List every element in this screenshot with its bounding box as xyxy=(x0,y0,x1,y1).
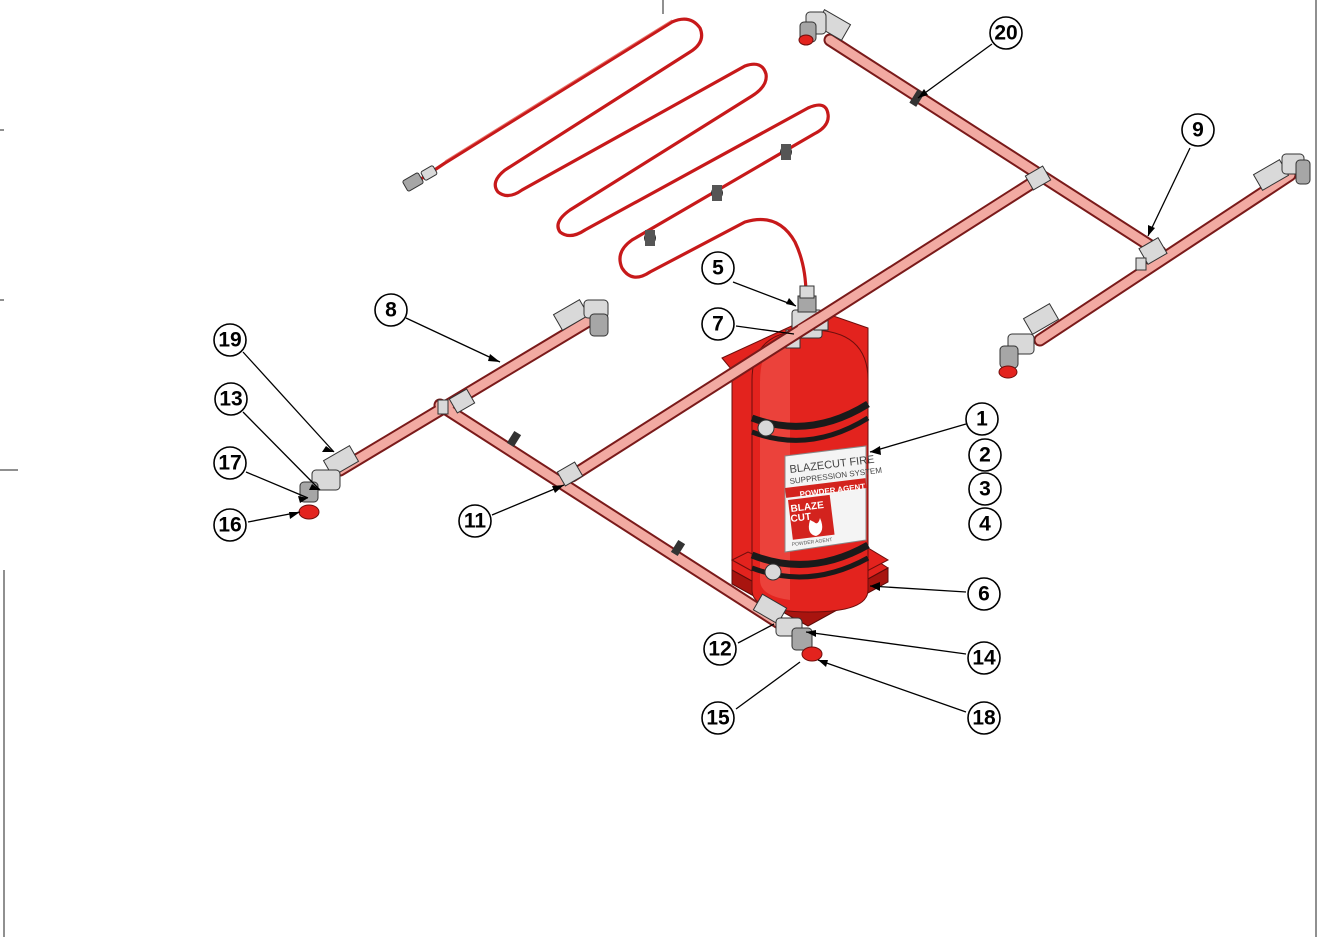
balloon-1: 1 xyxy=(965,402,999,436)
svg-text:8: 8 xyxy=(385,299,397,322)
svg-text:14: 14 xyxy=(972,647,996,670)
svg-text:15: 15 xyxy=(706,707,730,730)
balloon-12: 12 xyxy=(703,632,737,666)
svg-text:17: 17 xyxy=(218,452,241,475)
balloon-14: 14 xyxy=(967,641,1001,675)
balloon-7: 7 xyxy=(701,307,735,341)
hose-clip xyxy=(780,144,792,160)
balloon-4: 4 xyxy=(968,507,1002,541)
leader-arrows xyxy=(289,89,1155,667)
hose-clip xyxy=(644,230,656,246)
extinguisher-cylinder: BLAZECUT FIRE SUPPRESSION SYSTEM POWDER … xyxy=(750,329,883,613)
tee-fittings xyxy=(437,165,1168,487)
balloon-11: 11 xyxy=(458,504,492,538)
svg-text:19: 19 xyxy=(218,329,241,352)
svg-text:6: 6 xyxy=(978,583,990,606)
balloon-9: 9 xyxy=(1181,113,1215,147)
svg-text:5: 5 xyxy=(712,257,724,280)
nozzle-top-right xyxy=(798,9,852,46)
svg-text:12: 12 xyxy=(708,638,731,661)
svg-text:16: 16 xyxy=(218,514,241,537)
svg-text:11: 11 xyxy=(464,510,487,533)
svg-text:20: 20 xyxy=(994,22,1017,45)
pipe-clamps xyxy=(506,89,925,557)
svg-text:13: 13 xyxy=(219,388,242,411)
label-logo-bottom: CUT xyxy=(790,512,812,525)
svg-text:3: 3 xyxy=(979,478,991,501)
label-logo-top: BLAZE xyxy=(790,500,825,515)
nozzle-top-left xyxy=(552,299,609,337)
balloon-17: 17 xyxy=(213,446,247,480)
detection-hose xyxy=(402,17,830,297)
balloon-20: 20 xyxy=(989,16,1023,50)
balloon-16: 16 xyxy=(213,508,247,542)
balloon-19: 19 xyxy=(213,323,247,357)
label-footer: POWDER AGENT xyxy=(792,537,833,548)
hose-clip xyxy=(711,185,723,201)
svg-text:2: 2 xyxy=(979,444,991,467)
balloon-3: 3 xyxy=(968,472,1002,506)
balloon-18: 18 xyxy=(967,701,1001,735)
svg-text:1: 1 xyxy=(976,408,988,431)
nozzle-left xyxy=(298,445,360,520)
balloon-13: 13 xyxy=(214,382,248,416)
nozzle-right xyxy=(1252,153,1311,191)
leader-lines xyxy=(242,43,1191,713)
balloon-2: 2 xyxy=(968,438,1002,472)
svg-text:9: 9 xyxy=(1192,119,1204,142)
nozzle-right-lower xyxy=(998,303,1060,379)
balloon-6: 6 xyxy=(967,577,1001,611)
item-balloons: 1 2 3 4 5 6 7 8 9 11 12 13 14 15 16 17 1… xyxy=(213,16,1215,735)
svg-text:4: 4 xyxy=(979,513,991,536)
balloon-8: 8 xyxy=(374,293,408,327)
svg-text:7: 7 xyxy=(712,313,724,336)
balloon-15: 15 xyxy=(701,701,735,735)
cylinder-label: BLAZECUT FIRE SUPPRESSION SYSTEM POWDER … xyxy=(784,445,883,553)
nozzle-front xyxy=(752,593,823,662)
svg-text:18: 18 xyxy=(972,707,996,730)
balloon-5: 5 xyxy=(701,251,735,285)
